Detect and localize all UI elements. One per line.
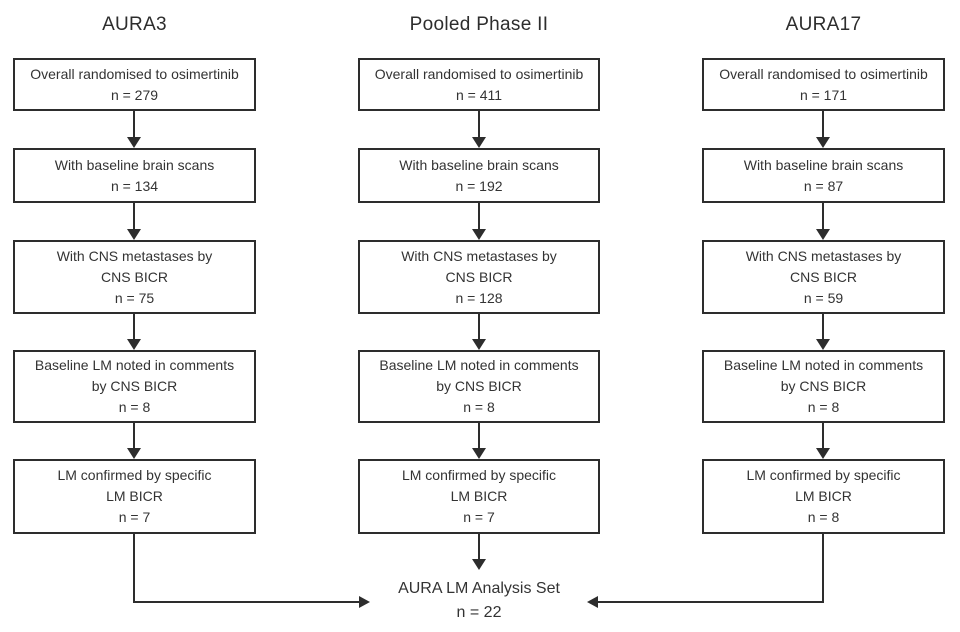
aura3-box-baseline-lm-comments: Baseline LM noted in comments by CNS BIC… [13, 350, 256, 423]
arrow-line [598, 601, 824, 603]
column-title-pooled-phase2: Pooled Phase II [409, 14, 549, 35]
column-title-aura3: AURA3 [102, 14, 167, 35]
final-analysis-set-label: AURA LM Analysis Set n = 22 [329, 577, 629, 625]
aura17-box-baseline-lm-comments: Baseline LM noted in comments by CNS BIC… [702, 350, 945, 423]
arrow-line [478, 534, 480, 560]
box-text-line: With baseline brain scans [54, 156, 215, 173]
box-text-line: n = 192 [455, 177, 503, 194]
box-text-line: LM confirmed by specific [746, 467, 901, 483]
arrow-line [133, 111, 135, 138]
box-text-line: Overall randomised to osimertinib [374, 65, 584, 82]
aura17-box-overall-randomised: Overall randomised to osimertinib n = 17… [702, 58, 945, 111]
arrow-head-down-icon [816, 229, 830, 240]
arrow-head-down-icon [127, 448, 141, 459]
aura3-box-cns-metastases: With CNS metastases by CNS BICR n = 75 [13, 240, 256, 314]
arrow-head-down-icon [127, 137, 141, 148]
aura3-box-baseline-brain-scans: With baseline brain scans n = 134 [13, 148, 256, 203]
arrow-line [133, 423, 135, 449]
arrow-head-down-icon [816, 137, 830, 148]
arrow-line [133, 203, 135, 230]
aura17-box-baseline-brain-scans: With baseline brain scans n = 87 [702, 148, 945, 203]
box-text-line: n = 8 [118, 399, 151, 415]
box-text-line: With CNS metastases by [401, 247, 557, 264]
box-text-line: With baseline brain scans [399, 156, 559, 173]
aura3-box-lm-confirmed: LM confirmed by specific LM BICR n = 7 [13, 459, 256, 534]
box-text-line: n = 8 [463, 399, 495, 415]
arrow-line [478, 314, 480, 340]
box-text-line: n = 171 [799, 86, 848, 103]
aura17-box-cns-metastases: With CNS metastases by CNS BICR n = 59 [702, 240, 945, 314]
box-text-line: LM BICR [106, 488, 163, 504]
arrow-line [822, 314, 824, 340]
box-text-line: With CNS metastases by [56, 247, 213, 264]
box-text-line: n = 8 [807, 399, 840, 415]
pooled-box-baseline-brain-scans: With baseline brain scans n = 192 [358, 148, 600, 203]
box-text-line: Baseline LM noted in comments [379, 357, 579, 373]
box-text-line: n = 8 [807, 509, 840, 525]
arrow-line [133, 314, 135, 340]
arrow-line [822, 111, 824, 138]
arrow-line [478, 203, 480, 230]
arrow-head-down-icon [816, 339, 830, 350]
box-text-line: CNS BICR [101, 268, 168, 285]
aura3-box-overall-randomised: Overall randomised to osimertinib n = 27… [13, 58, 256, 111]
arrow-head-down-icon [472, 559, 486, 570]
box-text-line: Overall randomised to osimertinib [30, 65, 239, 82]
pooled-box-cns-metastases: With CNS metastases by CNS BICR n = 128 [358, 240, 600, 314]
box-text-line: n = 411 [455, 86, 503, 103]
box-text-line: Baseline LM noted in comments [34, 357, 235, 373]
box-text-line: by CNS BICR [780, 378, 867, 394]
box-text-line: n = 75 [114, 289, 155, 306]
final-label-title: AURA LM Analysis Set [398, 580, 560, 597]
box-text-line: LM confirmed by specific [401, 467, 557, 483]
box-text-line: n = 279 [110, 86, 159, 103]
box-text-line: n = 7 [118, 509, 151, 525]
arrow-line [478, 423, 480, 449]
arrow-line [478, 111, 480, 138]
arrow-head-left-icon [587, 596, 598, 608]
arrow-head-down-icon [472, 137, 486, 148]
arrow-head-down-icon [127, 229, 141, 240]
arrow-head-down-icon [472, 339, 486, 350]
arrow-line [822, 534, 824, 603]
arrow-head-right-icon [359, 596, 370, 608]
box-text-line: With baseline brain scans [743, 156, 904, 173]
box-text-line: n = 87 [803, 177, 844, 194]
arrow-line [133, 534, 135, 603]
column-title-aura17: AURA17 [785, 14, 862, 35]
arrow-line [822, 423, 824, 449]
box-text-line: LM confirmed by specific [57, 467, 212, 483]
aura17-box-lm-confirmed: LM confirmed by specific LM BICR n = 8 [702, 459, 945, 534]
box-text-line: by CNS BICR [436, 378, 522, 394]
box-text-line: Baseline LM noted in comments [723, 357, 924, 373]
box-text-line: n = 134 [110, 177, 159, 194]
pooled-box-overall-randomised: Overall randomised to osimertinib n = 41… [358, 58, 600, 111]
box-text-line: by CNS BICR [91, 378, 178, 394]
pooled-box-lm-confirmed: LM confirmed by specific LM BICR n = 7 [358, 459, 600, 534]
final-label-count: n = 22 [456, 604, 502, 621]
box-text-line: CNS BICR [445, 268, 513, 285]
arrow-head-down-icon [816, 448, 830, 459]
arrow-head-down-icon [127, 339, 141, 350]
box-text-line: With CNS metastases by [745, 247, 902, 264]
box-text-line: n = 128 [455, 289, 503, 306]
arrow-line [133, 601, 359, 603]
box-text-line: LM BICR [450, 488, 508, 504]
box-text-line: Overall randomised to osimertinib [719, 65, 928, 82]
arrow-head-down-icon [472, 448, 486, 459]
pooled-box-baseline-lm-comments: Baseline LM noted in comments by CNS BIC… [358, 350, 600, 423]
box-text-line: n = 59 [803, 289, 844, 306]
box-text-line: LM BICR [795, 488, 852, 504]
arrow-line [822, 203, 824, 230]
box-text-line: n = 7 [463, 509, 495, 525]
box-text-line: CNS BICR [790, 268, 857, 285]
arrow-head-down-icon [472, 229, 486, 240]
